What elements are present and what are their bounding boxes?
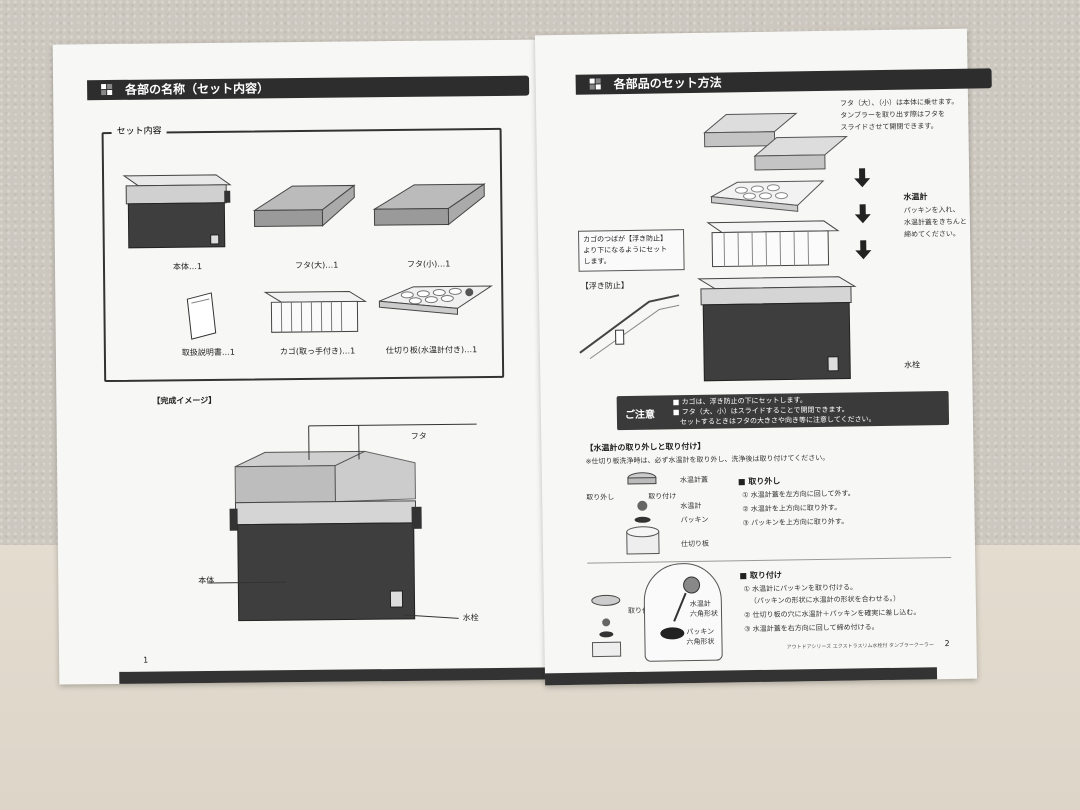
item-label: 取扱説明書…1 [181, 347, 236, 358]
header-square-icon [589, 78, 602, 90]
attachment-step: ② 仕切り板の穴に水温計＋パッキンを確実に差し込む。 [743, 608, 921, 620]
down-arrows-icon [854, 168, 872, 260]
lid-callout-line [308, 423, 477, 460]
left-header-title: 各部の名称（セット内容） [125, 81, 270, 97]
packing-label: パッキン [680, 515, 709, 525]
left-page: 各部の名称（セット内容） セット内容 本体…1 フタ(大)…1 フタ(小)…1 … [52, 39, 552, 685]
attach-label: 取り付け [648, 492, 677, 501]
faucet-callout-label: 水栓 [462, 613, 479, 623]
anti-float-label: 【浮き防止】 [580, 280, 629, 291]
basket-note-line: より下になるようにセット [583, 245, 668, 255]
exploded-assembly-illustration [697, 112, 857, 382]
thermometer-note-line: パッキンを入れ、 [903, 205, 960, 215]
item-label: 仕切り板(水温計付き)…1 [385, 345, 478, 356]
removal-title: ■ 取り外し [737, 476, 781, 487]
packing-hex-label: 六角形状 [686, 637, 715, 647]
removal-step: ① 水温計蓋を左方向に回して外す。 [742, 489, 855, 500]
footer-text: アウトドアシリーズ エクストラスリム水栓付 タンブラークーラー [786, 642, 934, 651]
lid-small-illustration [372, 183, 486, 226]
thermometer-note-line: 締めてください。 [904, 229, 960, 239]
left-header: 各部の名称（セット内容） [87, 75, 530, 101]
faucet-label: 水栓 [904, 360, 921, 370]
thermo-hex-label: 水温計 [689, 599, 711, 609]
header-square-icon [101, 83, 113, 96]
thermometer-label: 水温計 [903, 192, 928, 202]
item-label: フタ(小)…1 [406, 259, 451, 269]
removal-step: ② 水温計を上方向に取り外す。 [742, 503, 842, 514]
anti-float-detail-illustration [579, 294, 680, 360]
lid-large-illustration [252, 184, 356, 227]
body-callout-line [208, 581, 287, 584]
page-number: 1 [143, 655, 149, 665]
caution-title: ご注意 [624, 409, 655, 422]
thermometer-note-line: 水温計蓋をきちんと [903, 217, 967, 227]
right-header: 各部品のセット方法 [575, 68, 992, 95]
thermometer-attach-diagram [591, 594, 622, 658]
remove-label: 取り外し [586, 493, 615, 502]
basket-note-line: します。 [583, 257, 611, 266]
attachment-title: ■ 取り付け [739, 570, 782, 581]
item-label: 本体…1 [172, 262, 203, 272]
divider-label: 仕切り板 [680, 539, 709, 549]
attachment-step: （パッキンの形状に水温計の形状を合わせる。） [749, 594, 901, 606]
divider-plate-illustration [378, 285, 493, 315]
thermo-section-note: ※仕切り板洗浄時は、必ず水温計を取り外し、洗浄後は取り付けてください。 [585, 453, 830, 466]
packing-hex-label: パッキン [686, 627, 715, 637]
lid-callout-label: フタ [410, 431, 427, 441]
hex-packing-illustration [660, 576, 701, 640]
cooler-body-illustration [122, 174, 232, 249]
faucet-callout-line [404, 614, 459, 619]
set-contents-label: セット内容 [111, 123, 167, 137]
basket-note-box: カゴのつばが【浮き防止】 より下になるようにセット します。 [577, 229, 685, 272]
removal-step: ③ パッキンを上方向に取り外す。 [742, 517, 849, 528]
thermometer-removal-diagram [626, 472, 660, 555]
body-callout-label: 本体 [198, 575, 215, 586]
completed-cooler-illustration [229, 450, 422, 622]
basket-illustration [263, 290, 368, 333]
right-header-title: 各部品のセット方法 [613, 75, 722, 92]
item-label: カゴ(取っ手付き)…1 [279, 346, 356, 357]
thermo-section-title: 【水温計の取り外しと取り付け】 [585, 441, 706, 453]
right-page: 各部品のセット方法 フタ（大）、（小）は本体に乗せます。 タンブラーを取り出す際… [534, 28, 992, 686]
attachment-step: ① 水温計にパッキンを取り付ける。 [743, 583, 857, 594]
thermo-label: 水温計 [680, 501, 702, 511]
item-label: フタ(大)…1 [294, 260, 339, 271]
thermo-hex-label: 六角形状 [689, 609, 719, 619]
caution-line: セットするときはフタの大きさや向き等に注意してください。 [672, 415, 876, 427]
lid-note-line: フタ（大）、（小）は本体に乗せます。 [839, 97, 959, 108]
completed-image-title: 【完成イメージ】 [152, 395, 217, 406]
page-number: 2 [944, 638, 950, 649]
attachment-step: ③ 水温計蓋を右方向に回して締め付ける。 [744, 623, 879, 634]
caution-box: ご注意 ■ カゴは、浮き防止の下にセットします。 ■ フタ（大、小）はスライドす… [616, 390, 950, 431]
manual-illustration [186, 292, 217, 340]
cap-label: 水温計蓋 [679, 475, 708, 485]
